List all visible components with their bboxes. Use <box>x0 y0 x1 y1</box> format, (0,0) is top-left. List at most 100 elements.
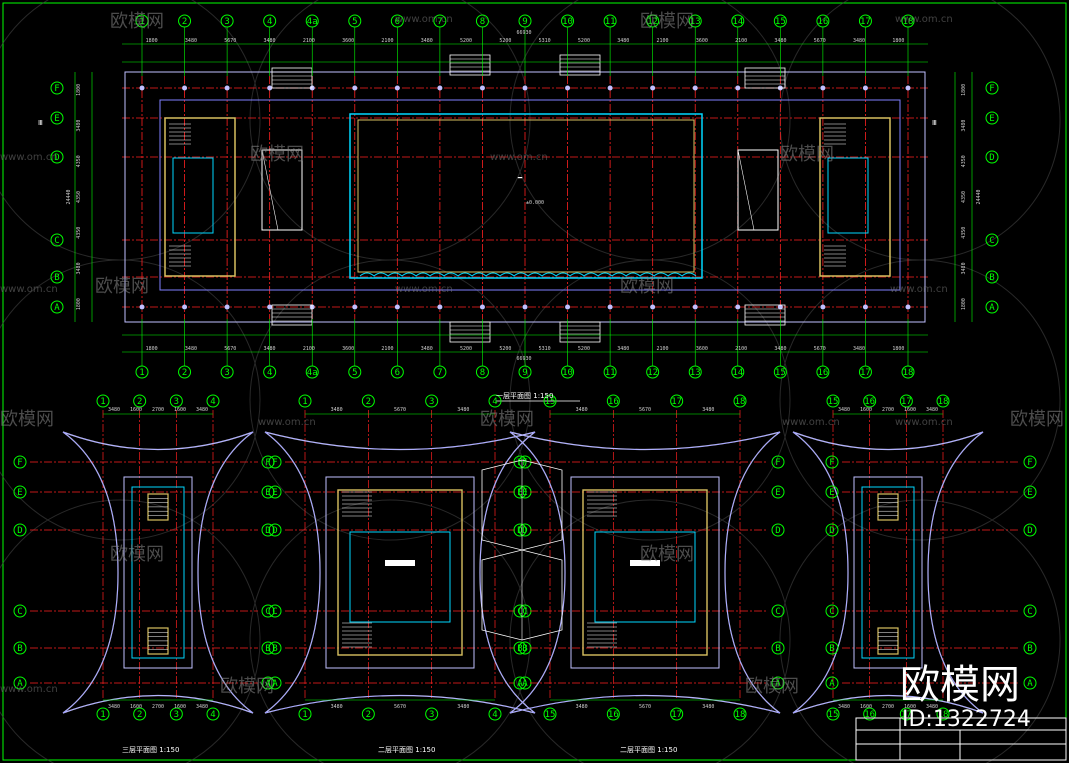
dimension-text-top: 3480 <box>331 407 343 413</box>
axis-bubble-label: A <box>1027 679 1033 689</box>
floor-outline <box>325 476 475 669</box>
floor-wall <box>337 489 463 656</box>
column <box>352 85 358 91</box>
column <box>692 85 698 91</box>
axis-bubble <box>826 394 840 408</box>
dimension-text-bottom: 1800 <box>146 346 158 352</box>
watermark-brand: 欧模网 <box>480 409 534 430</box>
axis-bubble-label: F <box>1027 458 1032 468</box>
watermark-brand: 欧模网 <box>0 409 54 430</box>
floor-room <box>131 486 185 659</box>
section-mark-left: Ⅲ <box>38 119 43 127</box>
axis-bubble <box>361 707 375 721</box>
axis-bubble-label: 16 <box>864 397 875 407</box>
vestibule-diagonal <box>261 149 279 231</box>
dimension-text-bottom: 3480 <box>196 704 208 710</box>
dimension-text-top: 3480 <box>576 407 588 413</box>
axis-bubble-label: A <box>522 679 528 689</box>
axis-bubble <box>50 150 64 164</box>
total-side-left: 24440 <box>66 189 72 204</box>
axis-bubble <box>268 604 282 618</box>
axis-bubble-label: 2 <box>182 368 187 378</box>
axis-bubble-label: C <box>829 607 834 617</box>
dimension-text-bottom: 3480 <box>926 704 938 710</box>
axis-bubble <box>543 707 557 721</box>
dimension-text-bottom: 1600 <box>174 704 186 710</box>
axis-bubble-label: E <box>522 488 527 498</box>
floor-outline <box>123 476 193 669</box>
axis-bubble-label: 3 <box>224 368 229 378</box>
dimension-text-bottom: 3480 <box>838 704 850 710</box>
axis-bubble-label: 18 <box>903 17 914 27</box>
watermark-url: www.om.cn <box>895 417 953 428</box>
axis-bubble <box>1023 523 1037 537</box>
column <box>437 85 443 91</box>
axis-bubble-label: D <box>775 526 780 536</box>
watermark-brand: 欧模网 <box>110 11 164 32</box>
axis-bubble-label: 6 <box>395 368 400 378</box>
axis-bubble-label: A <box>54 303 60 313</box>
axis-bubble <box>863 394 877 408</box>
axis-bubble-label: D <box>829 526 834 536</box>
axis-bubble-label: C <box>1027 607 1032 617</box>
dimension-text-bottom: 2700 <box>152 704 164 710</box>
axis-bubble <box>361 394 375 408</box>
column <box>352 304 358 310</box>
floor-room <box>861 486 915 659</box>
axis-bubble-label: 12 <box>647 17 658 27</box>
axis-bubble-label: 3 <box>174 710 179 720</box>
watermark-brand: 欧模网 <box>640 544 694 565</box>
axis-bubble-label: 4a <box>307 17 318 27</box>
column <box>735 85 741 91</box>
column <box>139 85 145 91</box>
exterior-steps <box>744 304 786 326</box>
axis-bubble <box>825 455 839 469</box>
dimension-text-left: 3480 <box>76 120 82 132</box>
dimension-text-right: 3480 <box>961 262 967 274</box>
column <box>862 304 868 310</box>
dimension-text-bottom: 2100 <box>657 346 669 352</box>
axis-bubble-label: 9 <box>522 368 527 378</box>
axis-bubble <box>733 394 747 408</box>
axis-bubble-label: E <box>829 488 834 498</box>
axis-bubble <box>425 394 439 408</box>
column <box>394 304 400 310</box>
watermark-brand: 欧模网 <box>780 144 834 165</box>
axis-bubble <box>261 641 275 655</box>
axis-bubble-label: C <box>17 607 22 617</box>
axis-bubble <box>96 707 110 721</box>
watermark-url: www.om.cn <box>895 14 953 25</box>
side-wing-room <box>172 157 214 234</box>
watermark-url: www.om.cn <box>395 284 453 295</box>
watermark-text-layer: 欧模网欧模网欧模网欧模网欧模网欧模网欧模网欧模网欧模网欧模网欧模网欧模网欧模网w… <box>0 11 1064 697</box>
dimension-text-top: 5670 <box>639 407 651 413</box>
dimension-text-top: 1600 <box>904 407 916 413</box>
axis-bubble-label: C <box>517 607 522 617</box>
axis-bubble <box>488 394 502 408</box>
floor-room <box>594 531 696 623</box>
dimension-text-top: 1800 <box>892 38 904 44</box>
axis-bubble <box>488 707 502 721</box>
second-floor-plan-title-left: 二层平面图 1:150 <box>378 746 435 754</box>
axis-bubble-label: E <box>1027 488 1032 498</box>
column <box>267 85 273 91</box>
dimension-text-top: 1600 <box>130 407 142 413</box>
axis-bubble <box>13 676 27 690</box>
dimension-text-left: 1800 <box>76 298 82 310</box>
axis-bubble-label: 18 <box>735 397 746 407</box>
dimension-text-bottom: 5200 <box>499 346 511 352</box>
dimension-text-bottom: 5670 <box>394 704 406 710</box>
axis-bubble-label: 16 <box>608 710 619 720</box>
axis-bubble-label: D <box>265 526 270 536</box>
axis-bubble-label: C <box>522 607 527 617</box>
axis-bubble-label: B <box>265 644 270 654</box>
dimension-text-bottom: 2100 <box>735 346 747 352</box>
axis-bubble <box>771 676 785 690</box>
curtain-wall <box>359 272 697 277</box>
axis-bubble <box>13 604 27 618</box>
axis-bubble-label: E <box>989 114 994 124</box>
watermark-arc <box>779 499 1061 763</box>
